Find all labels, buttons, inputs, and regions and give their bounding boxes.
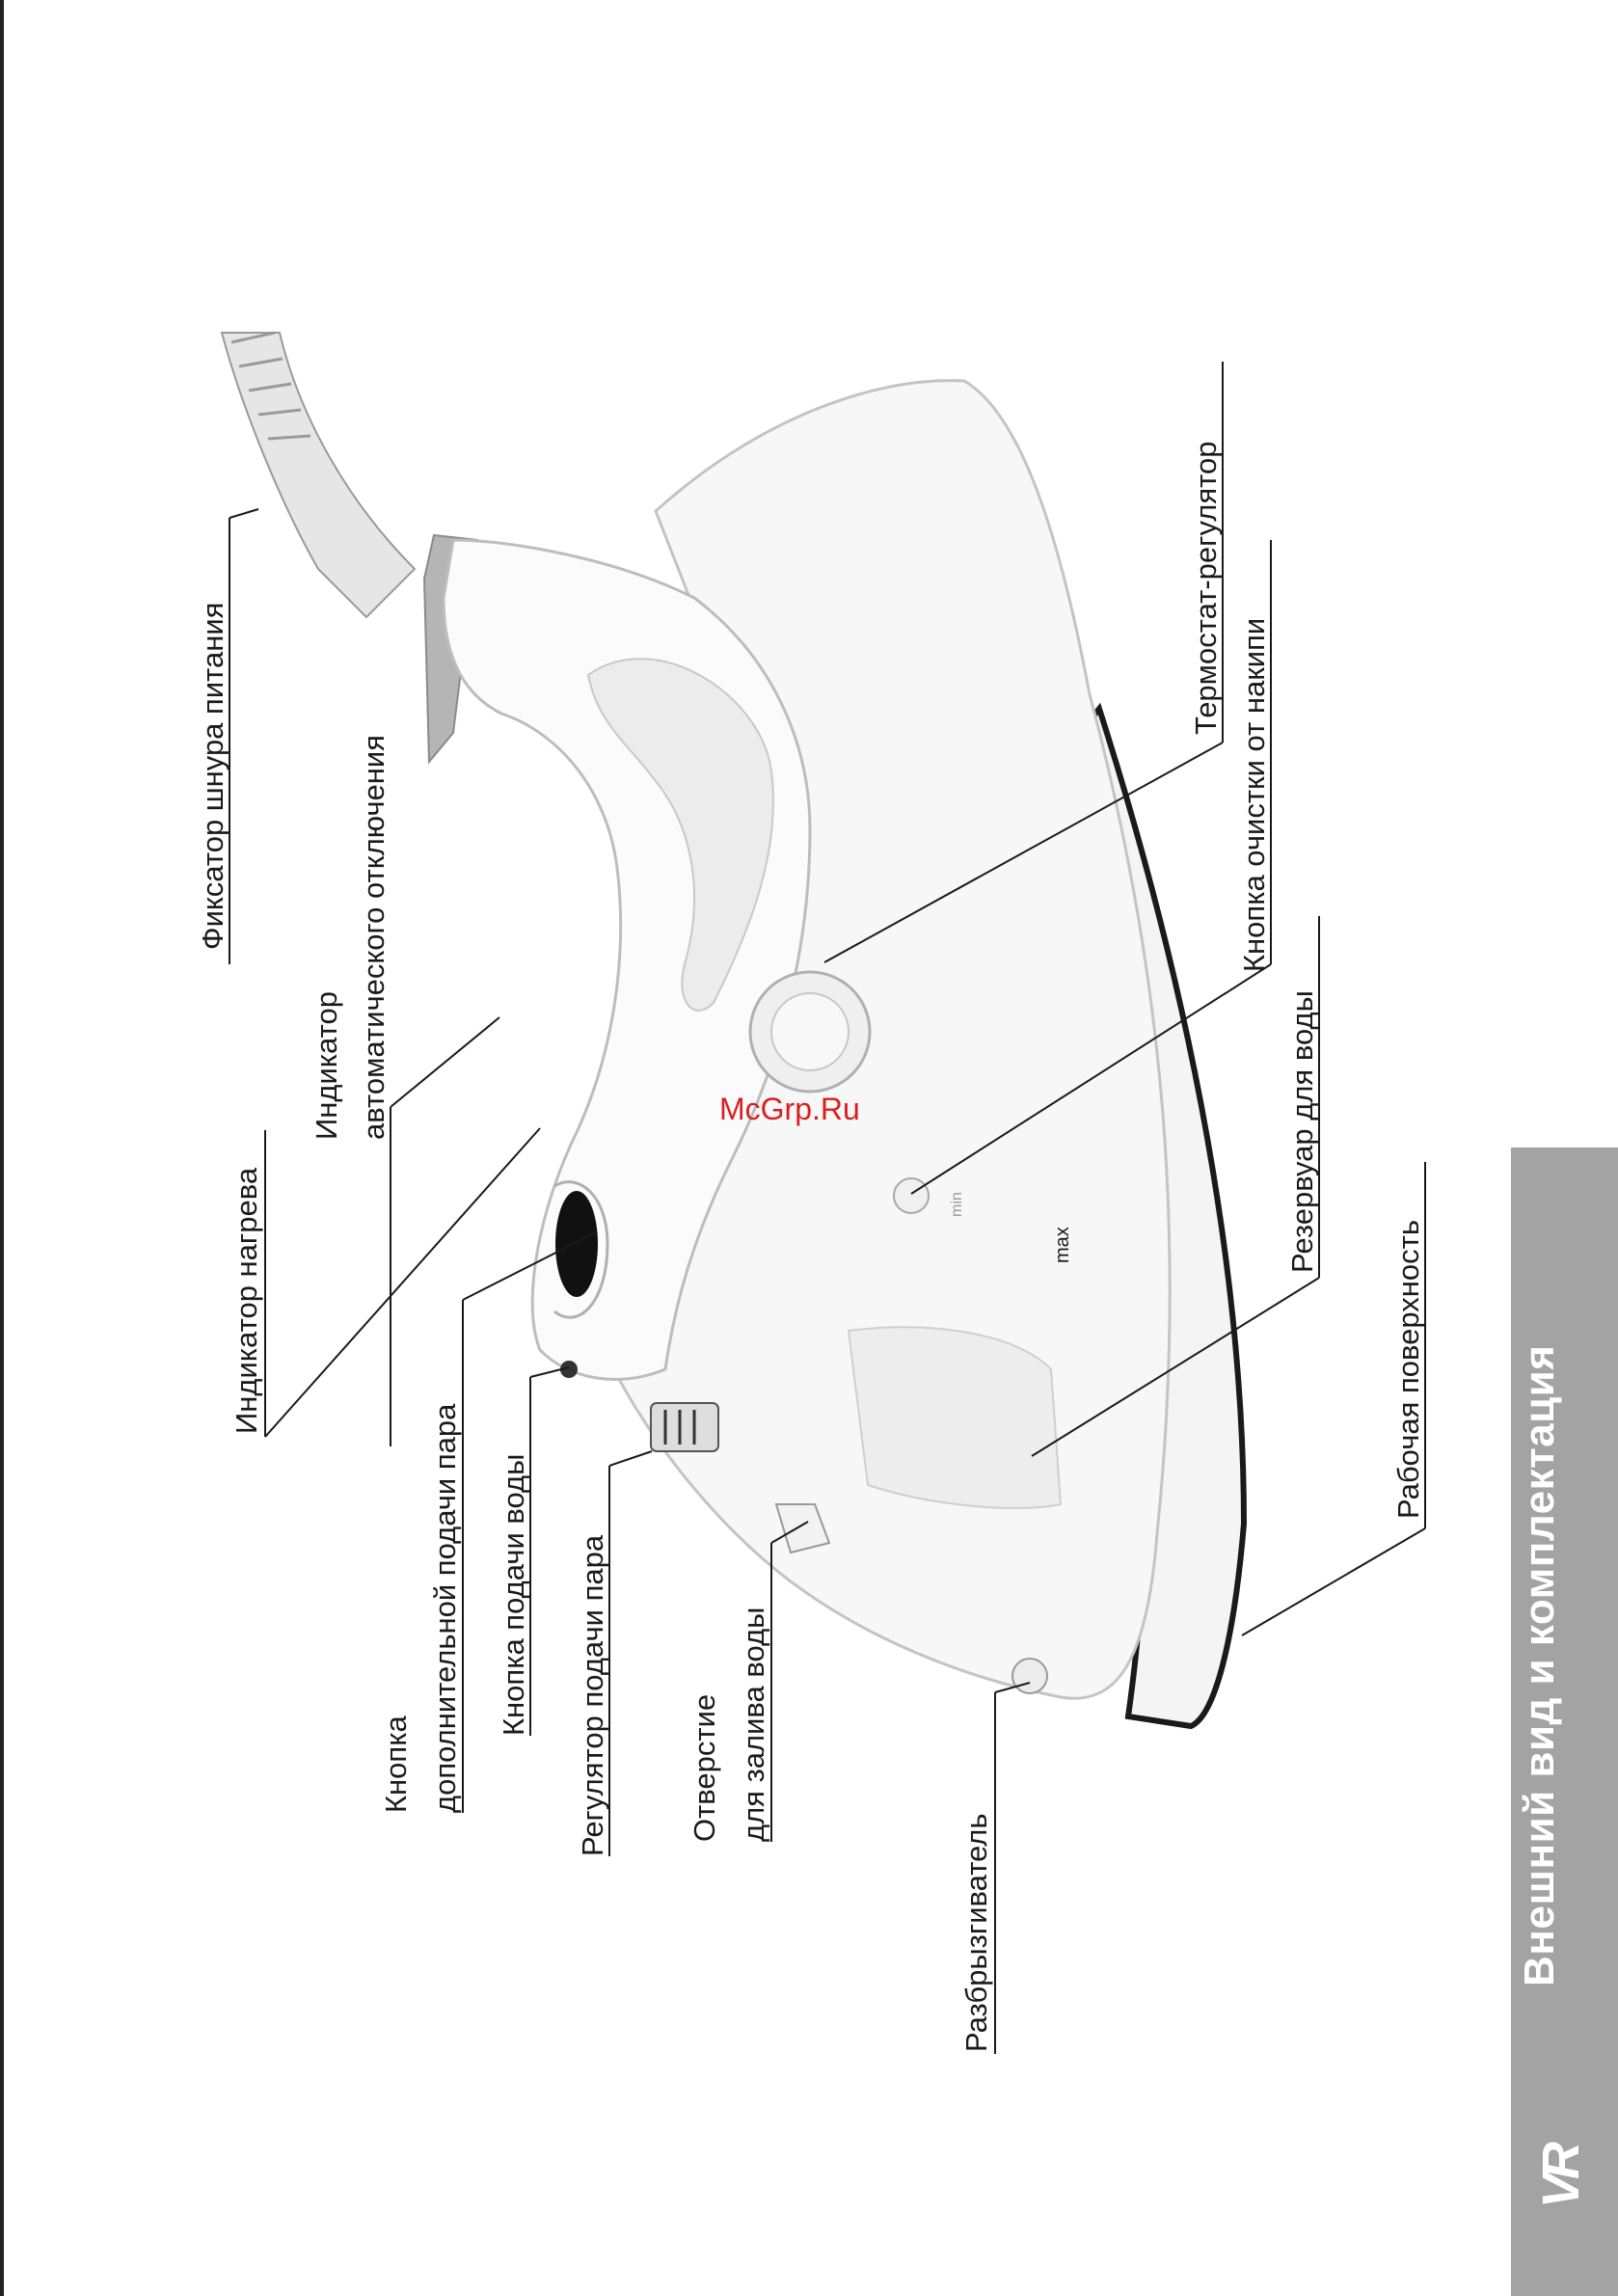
- label-soleplate: Рабочая поверхность: [1385, 1220, 1433, 1519]
- label-steam-regulator: Регулятор подачи пара: [569, 1535, 617, 1856]
- steam-boost-button-shape: [555, 1191, 598, 1297]
- label-auto-off-indicator-line2: автоматического отключения: [350, 735, 398, 1140]
- sprayer-shape: [1012, 1659, 1047, 1693]
- steam-regulator-shape: [651, 1403, 718, 1451]
- label-fill-opening-line2: для залива воды: [730, 1607, 778, 1842]
- power-cord: [222, 333, 415, 617]
- brand-logo: VR: [1531, 2147, 1591, 2208]
- label-cord-lock: Фиксатор шнура питания: [189, 603, 237, 950]
- label-auto-off-indicator-line1: Индикатор: [303, 991, 351, 1140]
- label-steam-boost-line1: Кнопка: [372, 1715, 420, 1813]
- section-title: Внешний вид и комплектация: [1516, 1345, 1564, 1986]
- water-tank-shape: [849, 1327, 1061, 1508]
- label-self-clean-button: Кнопка очистки от накипи: [1230, 618, 1279, 972]
- self-clean-button-shape: [894, 1178, 929, 1213]
- label-water-spray-button: Кнопка подачи воды: [490, 1454, 538, 1736]
- label-water-tank: Резервуар для воды: [1279, 990, 1327, 1273]
- watermark: McGrp.Ru: [719, 1092, 860, 1127]
- label-heat-indicator: Индикатор нагрева: [223, 1168, 271, 1434]
- label-steam-boost-line2: дополнительной подачи пара: [421, 1404, 470, 1813]
- iron-marking-max: max: [1053, 1227, 1072, 1263]
- label-fill-opening-line1: Отверстие: [681, 1694, 729, 1842]
- iron-marking-min: min: [950, 1192, 965, 1217]
- label-thermostat: Термостат-регулятор: [1182, 442, 1230, 735]
- label-sprayer: Разбрызгиватель: [953, 1813, 1001, 2052]
